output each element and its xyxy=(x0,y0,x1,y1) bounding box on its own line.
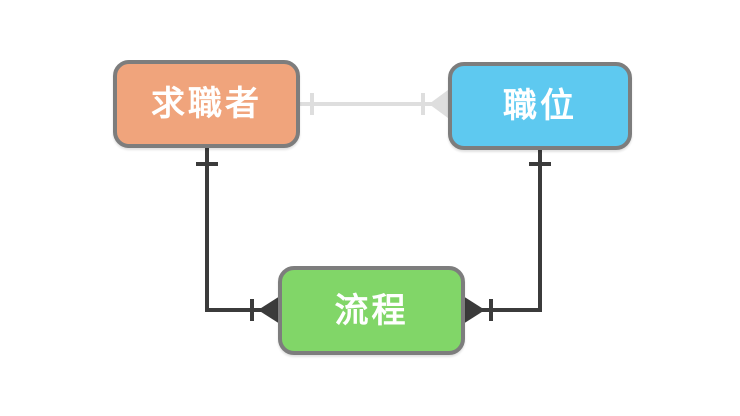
arrowhead-triangle xyxy=(258,296,280,324)
node-process-label: 流程 xyxy=(334,291,409,330)
connector-line xyxy=(481,150,542,312)
node-process: 流程 xyxy=(278,266,465,355)
node-position-label: 職位 xyxy=(503,87,577,125)
connector-job-seeker-to-position xyxy=(300,90,448,118)
node-job-seeker-label: 求職者 xyxy=(151,85,262,123)
arrowhead-triangle xyxy=(429,90,448,118)
connector-position-to-process xyxy=(463,150,551,324)
connector-line xyxy=(205,148,262,312)
connector-job-seeker-to-process xyxy=(196,148,280,324)
node-position: 職位 xyxy=(448,62,632,150)
arrowhead-triangle xyxy=(463,296,485,324)
node-job-seeker: 求職者 xyxy=(113,60,300,148)
